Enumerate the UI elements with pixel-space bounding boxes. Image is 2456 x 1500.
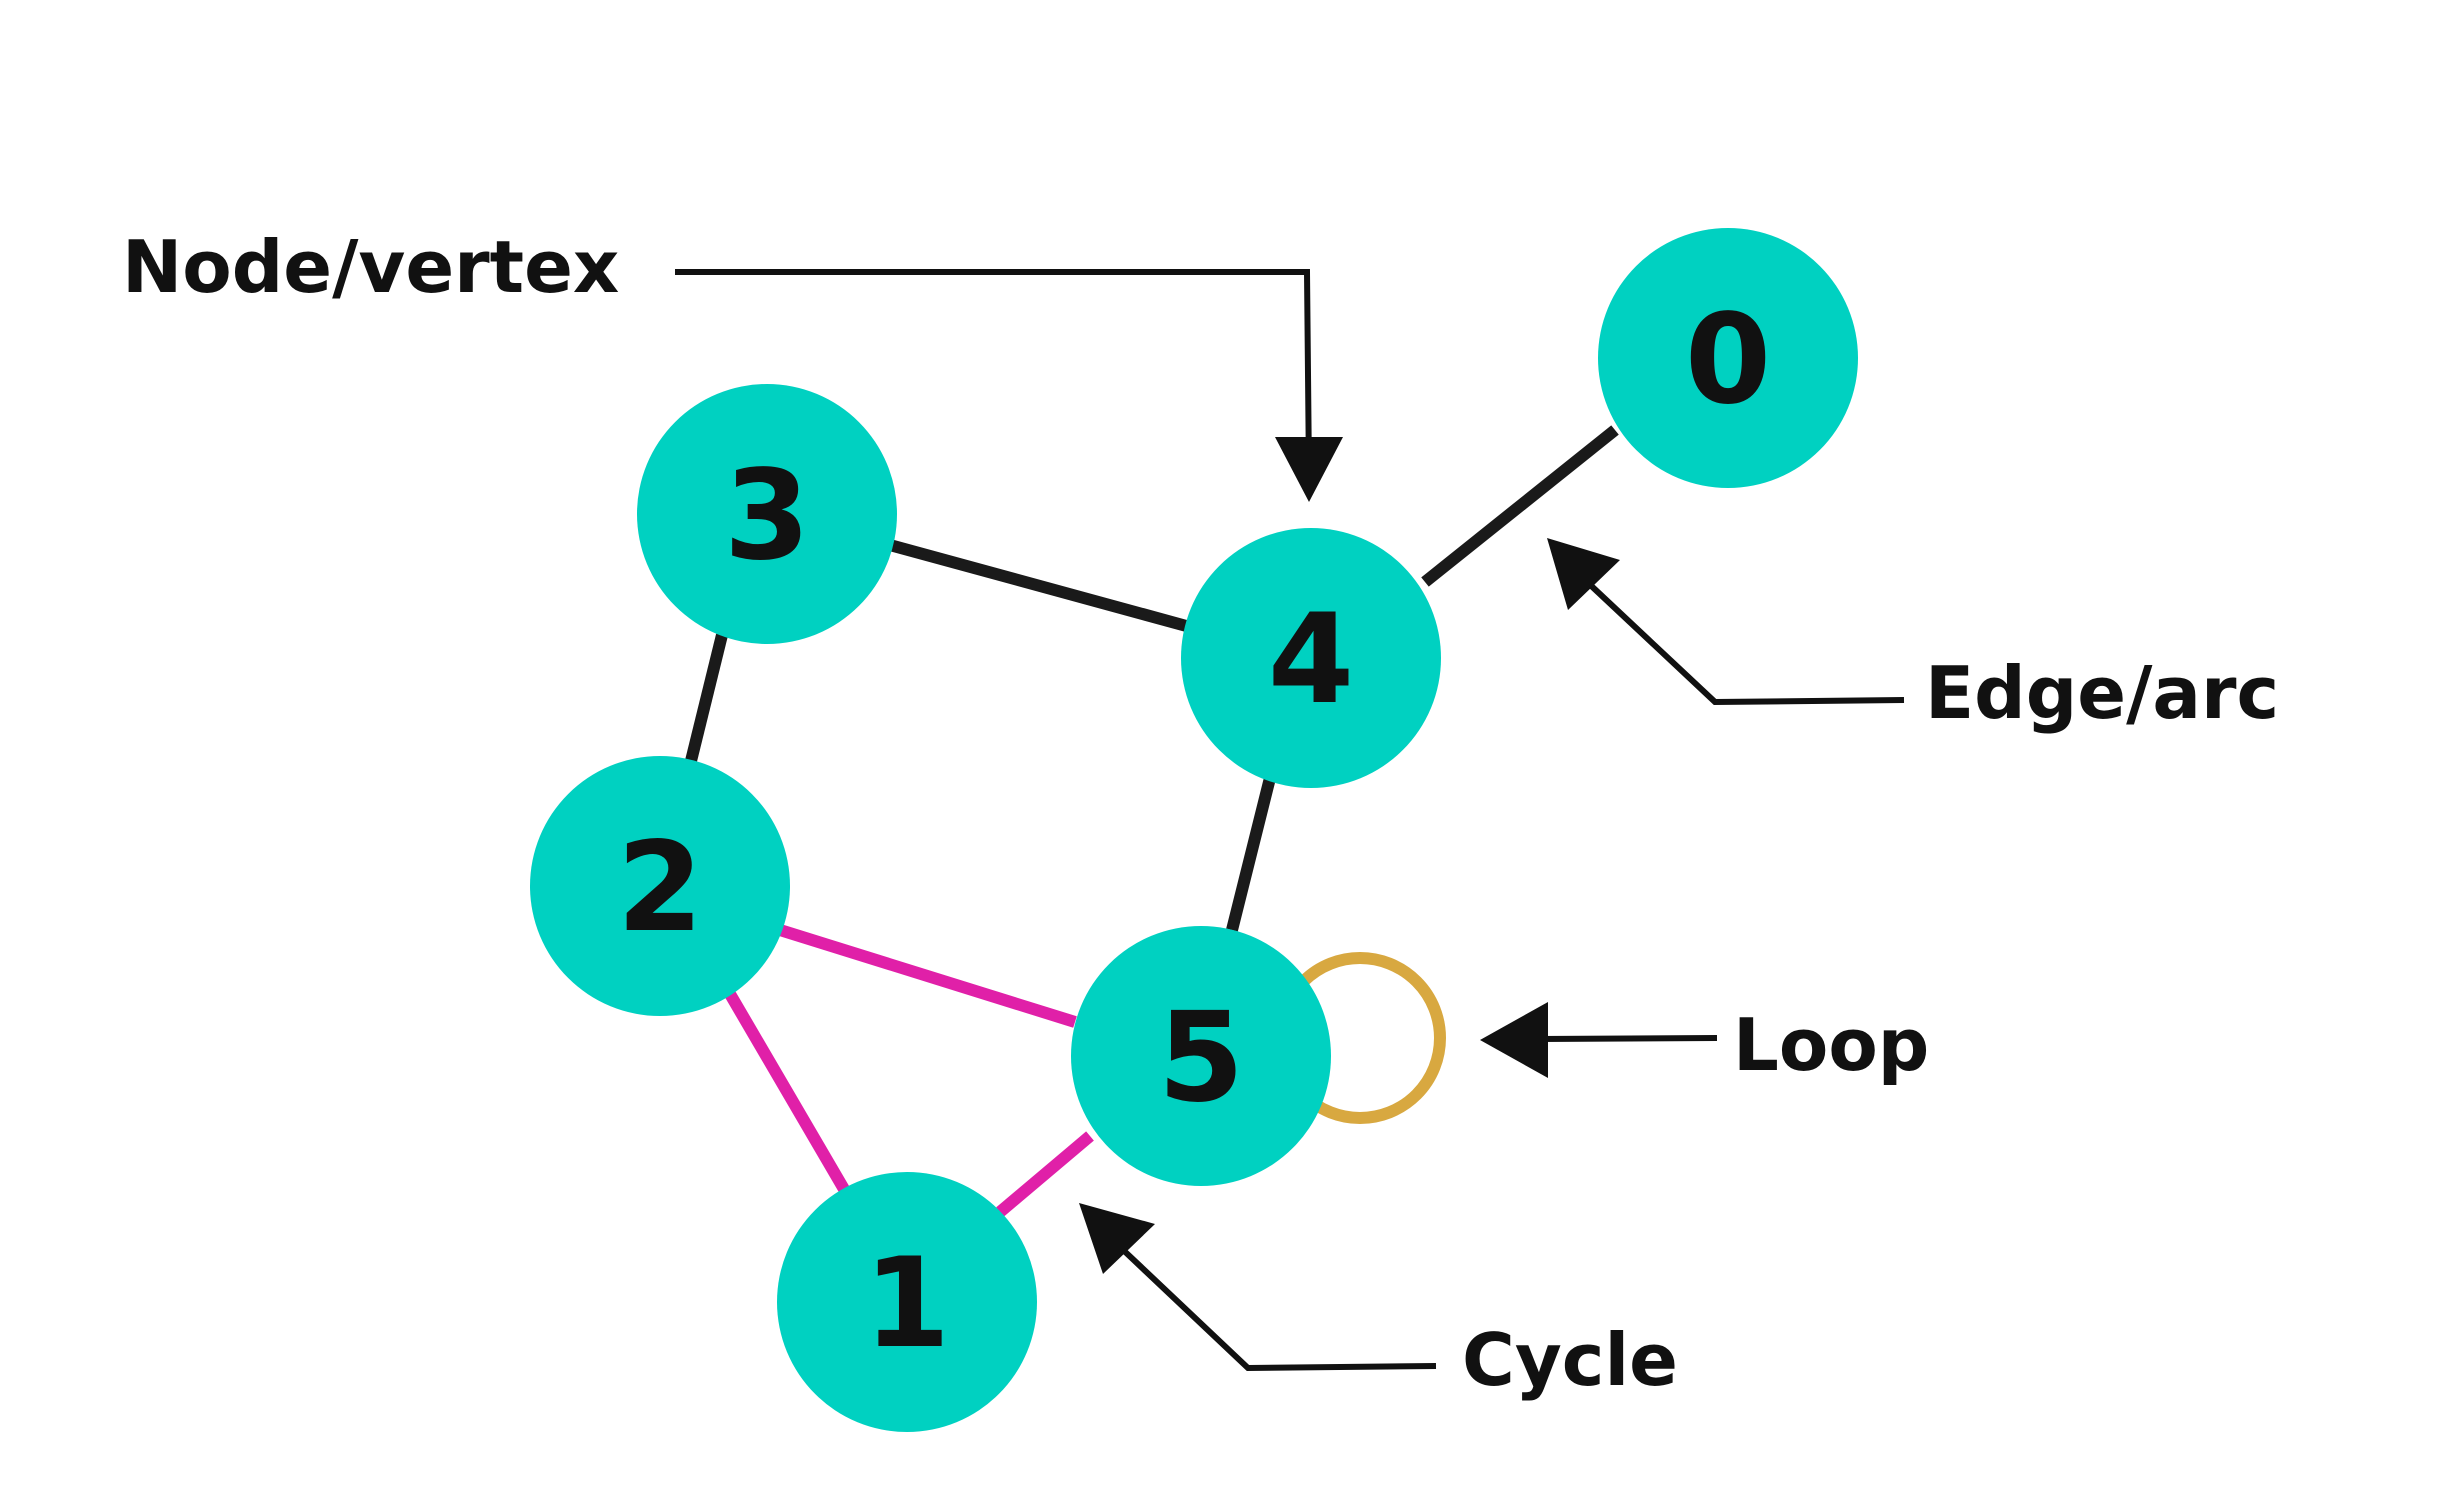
node-vertex-pointer bbox=[675, 269, 1312, 476]
node-5-label: 5 bbox=[1158, 986, 1244, 1130]
node-1-label: 1 bbox=[864, 1232, 950, 1376]
node-4[interactable] bbox=[1181, 528, 1441, 788]
loop-pointer bbox=[1539, 1035, 1718, 1042]
node-1[interactable] bbox=[777, 1172, 1037, 1432]
edge-4-5 bbox=[1226, 776, 1276, 932]
loop-arrowhead bbox=[1480, 1002, 1548, 1078]
edge-arc-pointer bbox=[1582, 577, 1905, 706]
node-0-label: 0 bbox=[1685, 288, 1771, 432]
node-vertex-label: Node/vertex bbox=[122, 225, 619, 309]
node-5[interactable] bbox=[1071, 926, 1331, 1186]
edge-1-5 bbox=[996, 1131, 1094, 1217]
node-3[interactable] bbox=[637, 384, 897, 644]
cycle-arrowhead bbox=[1079, 1203, 1155, 1274]
edge-3-2 bbox=[684, 633, 728, 767]
edge-2-1 bbox=[724, 990, 854, 1200]
edge-arc-arrowhead bbox=[1547, 538, 1620, 610]
cycle-label: Cycle bbox=[1462, 1318, 1678, 1402]
node-vertex-arrowhead bbox=[1275, 437, 1343, 502]
node-3-label: 3 bbox=[724, 444, 810, 588]
node-2-label: 2 bbox=[617, 816, 703, 960]
node-0[interactable] bbox=[1598, 228, 1858, 488]
loop-label: Loop bbox=[1733, 1003, 1929, 1087]
node-4-label: 4 bbox=[1268, 588, 1354, 732]
edge-3-4 bbox=[888, 539, 1192, 633]
node-2[interactable] bbox=[530, 756, 790, 1016]
cycle-pointer bbox=[1117, 1244, 1437, 1372]
edge-4-0 bbox=[1421, 425, 1619, 587]
edge-arc-label: Edge/arc bbox=[1925, 651, 2279, 735]
edge-2-5 bbox=[778, 924, 1077, 1028]
